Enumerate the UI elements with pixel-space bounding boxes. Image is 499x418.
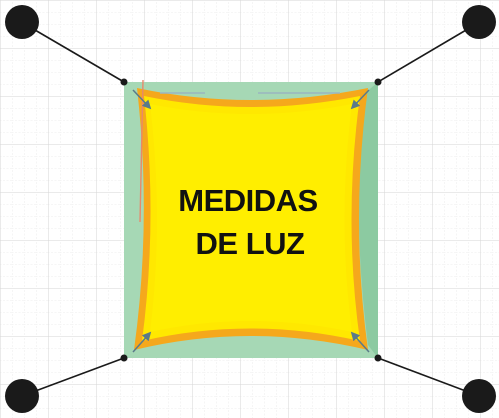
frame-corners bbox=[120, 78, 382, 362]
top-right-anchor bbox=[462, 5, 496, 39]
cable-top-right bbox=[377, 22, 479, 83]
frame-corner-top-right bbox=[374, 78, 382, 86]
cable-top-left bbox=[22, 22, 125, 83]
frame-green-shadow bbox=[358, 82, 378, 358]
top-left-anchor bbox=[5, 5, 39, 39]
arrow-top-right bbox=[350, 89, 370, 110]
arrow-bottom-right bbox=[350, 331, 370, 353]
bottom-right-anchor bbox=[462, 379, 496, 413]
cables bbox=[21, 22, 480, 397]
cable-bottom-right bbox=[377, 357, 480, 397]
corner-arrows bbox=[132, 89, 370, 353]
frame-corner-bottom-left bbox=[120, 354, 128, 362]
shade-sail-highlight bbox=[150, 104, 352, 332]
arrow-bottom-left bbox=[132, 331, 152, 353]
cable-bottom-left bbox=[21, 357, 125, 397]
label-line-1: MEDIDAS bbox=[178, 183, 317, 218]
frame-corner-bottom-right bbox=[374, 354, 382, 362]
frame-corner-top-left bbox=[120, 78, 128, 86]
arrow-top-left bbox=[132, 89, 152, 110]
label-line-2: DE LUZ bbox=[196, 226, 306, 261]
anchor-points bbox=[5, 5, 496, 413]
bottom-left-anchor bbox=[5, 379, 39, 413]
